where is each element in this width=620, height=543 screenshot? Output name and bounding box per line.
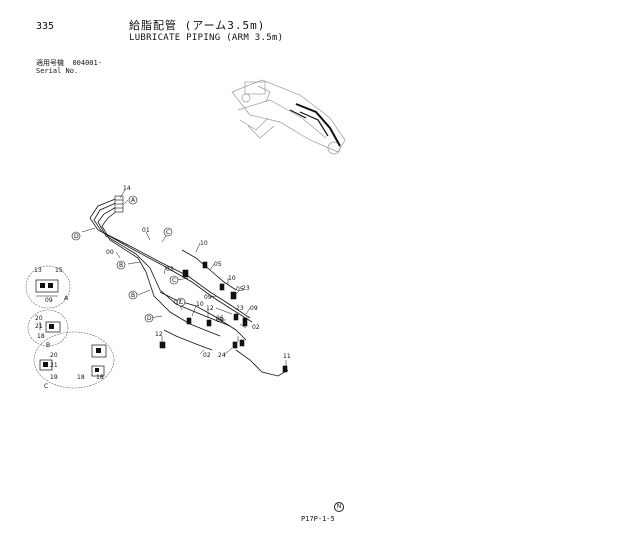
detail-a-callout-15: 15 [55,267,63,274]
callout-10: 10 [200,240,208,247]
callout-02: 02 [252,324,260,331]
detail-c-callout-19: 19 [50,374,58,381]
callout-09: 09 [204,294,212,301]
detail-b-callout-21: 21 [35,323,43,330]
callout-01: 01 [142,227,150,234]
callout-12: 12 [206,305,214,312]
callout-b: B [131,292,135,299]
title-english: LUBRICATE PIPING (ARM 3.5m) [129,33,284,43]
callout-c: C [172,277,176,284]
page-number: 335 [36,21,55,32]
callout-23: 23 [242,285,250,292]
callout-07: 07 [174,299,182,306]
callout-05: 05 [236,286,244,293]
detail-c-callout-21: 21 [50,362,58,369]
detail-a-label: A [64,295,69,302]
callout-09: 09 [250,305,258,312]
callout-b: B [119,262,123,269]
callout-c: C [166,229,170,236]
callout-14: 14 [123,185,131,192]
detail-view-a: 13 15 09 A [25,265,71,309]
detail-b-callout-18: 18 [37,333,45,340]
callout-a: A [131,197,136,204]
callout-03: 03 [166,266,174,273]
detail-a-callout-13: 13 [34,267,42,274]
serial-label-japanese: 適用号機 004001- [36,59,102,67]
detail-c-callout-20: 20 [50,352,58,359]
callout-23: 23 [236,305,244,312]
detail-c-label: C [44,383,48,390]
detail-view-b: 20 21 18 B [27,309,69,349]
detail-a-callout-09: 09 [45,297,53,304]
detail-view-c: 20 21 19 18 18 C [33,331,115,390]
detail-c-callout-18: 18 [77,374,85,381]
callout-10: 10 [196,301,204,308]
serial-label-english: Serial No. [36,67,79,75]
callout-12: 12 [155,331,163,338]
detail-b-callout-20: 20 [35,315,43,322]
callout-11: 11 [283,353,291,360]
figure-code: P17P-1-5 [301,515,335,523]
callout-00: 00 [106,249,114,256]
callout-labels: 14 A D 01 C 10 00 B 03 05 C 10 05 23 09 … [74,185,291,360]
callout-10: 10 [228,275,236,282]
callout-d: D [147,315,152,322]
callout-09: 09 [216,317,224,324]
callout-06: 06 [216,315,224,322]
callout-d: D [74,233,79,240]
title-japanese: 給脂配管 (アーム3.5m) [129,19,266,32]
callout-05: 05 [214,261,222,268]
callout-c: C [179,299,183,306]
hose-bundle [89,197,289,377]
hose-fittings [114,195,288,373]
detail-b-label: B [46,342,50,349]
revision-mark: N [334,502,344,512]
callout-24: 24 [218,352,226,359]
callout-02: 02 [203,352,211,359]
view-letter-markers [71,195,186,323]
location-thumbnail [231,79,346,155]
detail-c-callout-18: 18 [96,374,104,381]
